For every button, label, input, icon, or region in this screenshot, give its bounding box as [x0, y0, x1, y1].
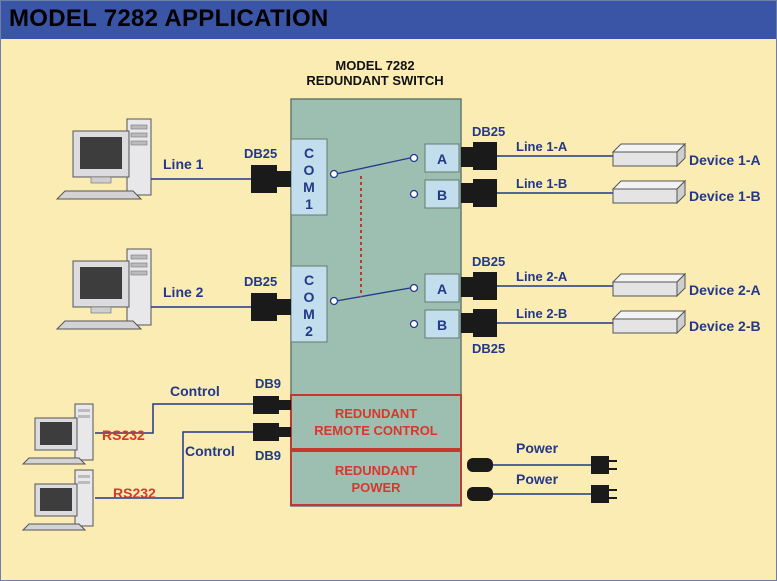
power-1-label: Power [516, 440, 559, 456]
com2-port [290, 265, 328, 343]
device-2a-label: Device 2-A [689, 282, 761, 298]
line-1b-label: Line 1-B [516, 176, 567, 191]
port-2b [424, 309, 460, 339]
power-cord-1 [467, 456, 617, 474]
com2-letter: O [304, 289, 315, 305]
switch-title-line2: REDUNDANT SWITCH [306, 73, 443, 88]
com1-letter: C [304, 145, 314, 161]
db9-2-label: DB9 [255, 448, 281, 463]
page-title: MODEL 7282 APPLICATION [9, 5, 329, 32]
line-1-label: Line 1 [163, 156, 204, 172]
com1-letter: 1 [305, 196, 313, 212]
device-2b-icon [612, 310, 686, 334]
port-2a [424, 273, 460, 303]
rs232-2-label: RS232 [113, 485, 156, 501]
port-1b-label: B [437, 187, 447, 203]
line-2-label: Line 2 [163, 284, 204, 300]
right-cables [497, 155, 613, 324]
com2-letter: C [304, 272, 314, 288]
control-computer-2-icon [22, 469, 94, 531]
device-1a-icon [612, 143, 686, 167]
control-2-label: Control [185, 443, 235, 459]
device-1b-label: Device 1-B [689, 188, 761, 204]
device-1a-label: Device 1-A [689, 152, 761, 168]
power-2-label: Power [516, 471, 559, 487]
computer-2-icon [56, 248, 152, 330]
header-bar: MODEL 7282 APPLICATION [1, 1, 776, 39]
com1-letter: O [304, 162, 315, 178]
remote-control-module [290, 394, 462, 450]
com1-letter: M [303, 179, 315, 195]
port-1b [424, 179, 460, 209]
line-1a-label: Line 1-A [516, 139, 568, 154]
port-1a [424, 143, 460, 173]
db25-right-1-label: DB25 [472, 124, 505, 139]
port-1a-label: A [437, 151, 447, 167]
control-1-label: Control [170, 383, 220, 399]
switch-title-line1: MODEL 7282 [335, 58, 414, 73]
db25-left-2-label: DB25 [244, 274, 277, 289]
db9-connectors [253, 396, 291, 441]
switch-contacts [329, 153, 419, 329]
db25-left-connectors [251, 165, 291, 321]
device-1b-icon [612, 180, 686, 204]
line-2a-label: Line 2-A [516, 269, 568, 284]
db25-right-connectors [461, 142, 497, 337]
line-2b-label: Line 2-B [516, 306, 567, 321]
db9-1-label: DB9 [255, 376, 281, 391]
remote-control-label: REMOTE CONTROL [314, 423, 438, 438]
power-cord-2 [467, 485, 617, 503]
db25-right-3-label: DB25 [472, 341, 505, 356]
control-computer-1-icon [22, 403, 94, 465]
redundant-power-label: REDUNDANT [335, 463, 417, 478]
com2-letter: 2 [305, 323, 313, 339]
device-2b-label: Device 2-B [689, 318, 761, 334]
port-2b-label: B [437, 317, 447, 333]
redundant-power-module [290, 450, 462, 506]
redundant-power-label: POWER [351, 480, 401, 495]
rs232-1-label: RS232 [102, 427, 145, 443]
computer-1-icon [56, 118, 152, 200]
com2-letter: M [303, 306, 315, 322]
port-2a-label: A [437, 281, 447, 297]
device-2a-icon [612, 273, 686, 297]
left-cables [95, 178, 253, 499]
remote-control-label: REDUNDANT [335, 406, 417, 421]
db25-left-1-label: DB25 [244, 146, 277, 161]
db25-right-2-label: DB25 [472, 254, 505, 269]
